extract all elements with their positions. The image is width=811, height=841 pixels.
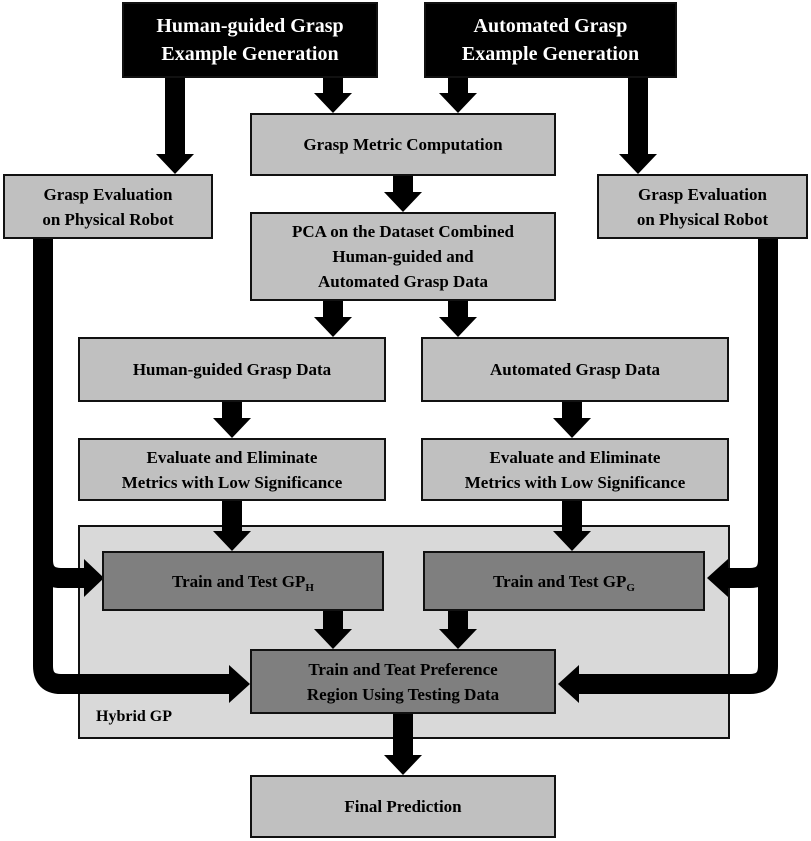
human-guided-data-box: Human-guided Grasp Data [78, 337, 386, 402]
arrow-auto-to-eval-right [619, 78, 657, 174]
arrow-eval-left-to-preference [33, 560, 230, 694]
arrowhead-eval-right-preference [558, 665, 579, 703]
automated-data-box: Automated Grasp Data [421, 337, 729, 402]
grasp-metric-computation-box: Grasp Metric Computation [250, 113, 556, 176]
eliminate-metrics-left-box: Evaluate and Eliminate Metrics with Low … [78, 438, 386, 501]
arrow-metric-to-pca [384, 175, 422, 212]
arrowhead-eval-left-gph [84, 559, 104, 597]
arrow-gpg-to-preference [439, 610, 477, 649]
arrow-eliminate-to-gpg [553, 500, 591, 551]
arrow-human-to-metric [314, 78, 352, 113]
human-guided-example-box: Human-guided Grasp Example Generation [122, 2, 378, 78]
pca-box: PCA on the Dataset Combined Human-guided… [250, 212, 556, 301]
arrow-gph-to-preference [314, 610, 352, 649]
preference-region-box: Train and Teat Preference Region Using T… [250, 649, 556, 714]
arrow-human-data-to-eliminate [213, 401, 251, 438]
arrowhead-eval-right-gpg [707, 559, 728, 597]
arrow-human-to-eval-left [156, 78, 194, 174]
arrow-eval-right-to-gpg [726, 238, 778, 588]
final-prediction-box: Final Prediction [250, 775, 556, 838]
arrow-pca-to-auto-data [439, 300, 477, 337]
arrow-preference-to-final [384, 713, 422, 775]
grasp-evaluation-right-box: Grasp Evaluation on Physical Robot [597, 174, 808, 239]
automated-example-box: Automated Grasp Example Generation [424, 2, 677, 78]
grasp-evaluation-left-box: Grasp Evaluation on Physical Robot [3, 174, 213, 239]
eliminate-metrics-right-box: Evaluate and Eliminate Metrics with Low … [421, 438, 729, 501]
arrow-eval-left-to-gph [33, 238, 86, 588]
train-test-gpg-box: Train and Test GPG [423, 551, 705, 611]
arrow-eval-right-to-preference [578, 560, 778, 694]
arrow-auto-data-to-eliminate [553, 401, 591, 438]
arrow-auto-to-metric [439, 78, 477, 113]
arrow-eliminate-to-gph [213, 500, 251, 551]
train-test-gph-box: Train and Test GPH [102, 551, 384, 611]
hybrid-gp-label: Hybrid GP [96, 708, 173, 725]
arrow-pca-to-human-data [314, 300, 352, 337]
arrowhead-eval-left-preference [229, 665, 250, 703]
